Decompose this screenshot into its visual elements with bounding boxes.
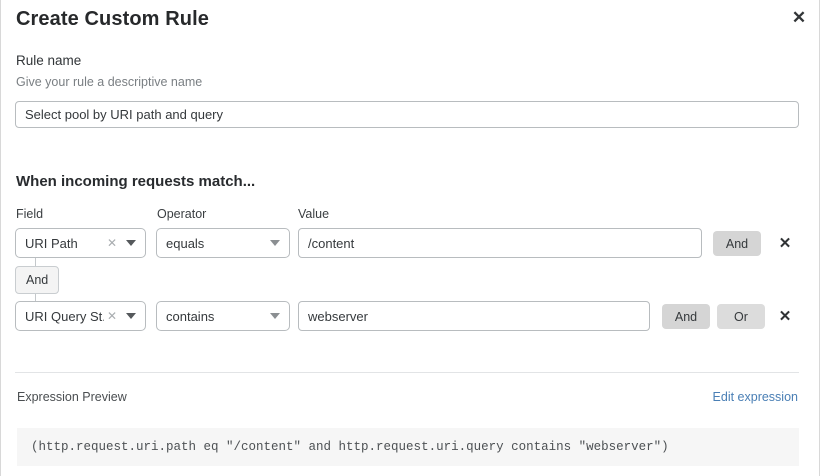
field-select-value: URI Query St... — [25, 308, 104, 324]
rule-name-description: Give your rule a descriptive name — [16, 75, 203, 89]
field-select-value: URI Path — [25, 235, 78, 251]
clear-icon[interactable]: ✕ — [106, 309, 117, 323]
operator-select[interactable]: equals — [156, 228, 290, 258]
rule-name-label: Rule name — [16, 53, 82, 68]
clear-icon[interactable]: ✕ — [106, 236, 117, 250]
expression-preview-code: (http.request.uri.path eq "/content" and… — [17, 428, 799, 466]
value-input[interactable] — [298, 228, 702, 258]
chevron-down-icon — [126, 240, 136, 246]
chevron-down-icon — [270, 313, 280, 319]
chevron-down-icon — [126, 313, 136, 319]
close-icon[interactable]: ✕ — [791, 7, 807, 27]
expression-preview-label: Expression Preview — [17, 390, 127, 404]
condition-connector: And — [1, 258, 101, 303]
and-button[interactable]: And — [662, 304, 710, 329]
section-divider — [15, 372, 799, 373]
connector-and-chip[interactable]: And — [15, 266, 60, 294]
operator-select[interactable]: contains — [156, 301, 290, 331]
column-header-value: Value — [298, 207, 330, 221]
or-button[interactable]: Or — [717, 304, 765, 329]
connector-line-top — [35, 258, 36, 267]
remove-condition-icon[interactable]: ✕ — [778, 235, 792, 252]
field-select[interactable]: URI Path ✕ — [15, 228, 146, 258]
field-select[interactable]: URI Query St... ✕ — [15, 301, 146, 331]
column-header-field: Field — [16, 207, 44, 221]
rule-name-input[interactable] — [15, 101, 799, 128]
conditions-section-title: When incoming requests match... — [16, 173, 256, 190]
remove-condition-icon[interactable]: ✕ — [778, 308, 792, 325]
chevron-down-icon — [270, 240, 280, 246]
operator-select-value: equals — [166, 235, 205, 251]
value-input[interactable] — [298, 301, 650, 331]
operator-select-value: contains — [166, 308, 215, 324]
condition-row: URI Path ✕ equals And ✕ — [1, 228, 820, 258]
dialog-title: Create Custom Rule — [16, 8, 209, 30]
and-button[interactable]: And — [713, 231, 761, 256]
column-header-operator: Operator — [157, 207, 207, 221]
connector-line-bottom — [35, 294, 36, 303]
condition-row: URI Query St... ✕ contains And Or ✕ — [1, 301, 820, 331]
edit-expression-link[interactable]: Edit expression — [712, 390, 798, 404]
